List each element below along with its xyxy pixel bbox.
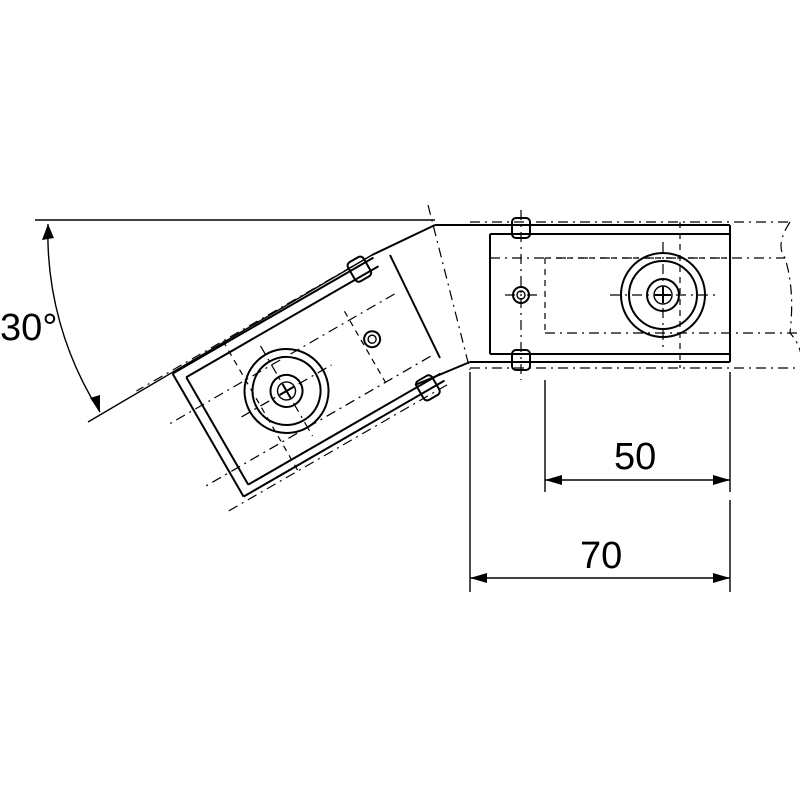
dimension-50-label: 50	[614, 436, 656, 478]
angle-dimension: 30°	[0, 219, 435, 423]
angled-connector-section	[136, 254, 448, 512]
straight-connector-section	[435, 210, 800, 380]
bend-joint	[371, 204, 471, 386]
dimension-50: 50	[544, 372, 731, 492]
angle-label: 30°	[0, 307, 57, 349]
dimension-70: 70	[469, 372, 731, 592]
dimension-70-label: 70	[580, 535, 622, 577]
